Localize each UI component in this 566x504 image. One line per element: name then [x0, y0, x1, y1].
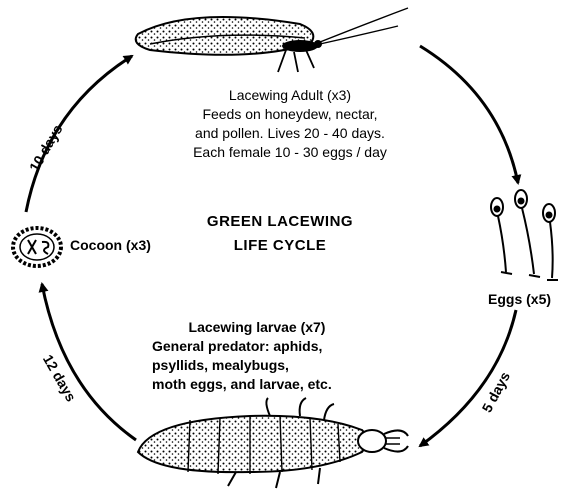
eggs-illustration [491, 190, 558, 280]
adult-diet: Feeds on honeydew, nectar, [130, 105, 450, 124]
larvae-prey-1: psyllids, mealybugs, [152, 356, 392, 375]
larvae-heading: Lacewing larvae (x7) [152, 318, 362, 337]
larva-illustration [138, 398, 408, 488]
larvae-text-block: Lacewing larvae (x7) General predator: a… [152, 318, 392, 394]
cocoon-illustration [13, 228, 61, 266]
adult-lacewing-illustration [136, 8, 408, 72]
cocoon-label: Cocoon (x3) [70, 236, 151, 255]
adult-lifespan: and pollen. Lives 20 - 40 days. [130, 124, 450, 143]
eggs-label: Eggs (x5) [488, 290, 551, 309]
larvae-predator: General predator: aphids, [152, 337, 392, 356]
diagram-title-line2: LIFE CYCLE [170, 234, 390, 258]
arrow-cocoon-to-adult [26, 56, 132, 212]
larvae-prey-2: moth eggs, and larvae, etc. [152, 375, 392, 394]
adult-heading: Lacewing Adult (x3) [130, 86, 450, 105]
diagram-title: GREEN LACEWING LIFE CYCLE [170, 210, 390, 258]
diagram-title-line1: GREEN LACEWING [170, 210, 390, 234]
adult-egg-rate: Each female 10 - 30 eggs / day [130, 143, 450, 162]
